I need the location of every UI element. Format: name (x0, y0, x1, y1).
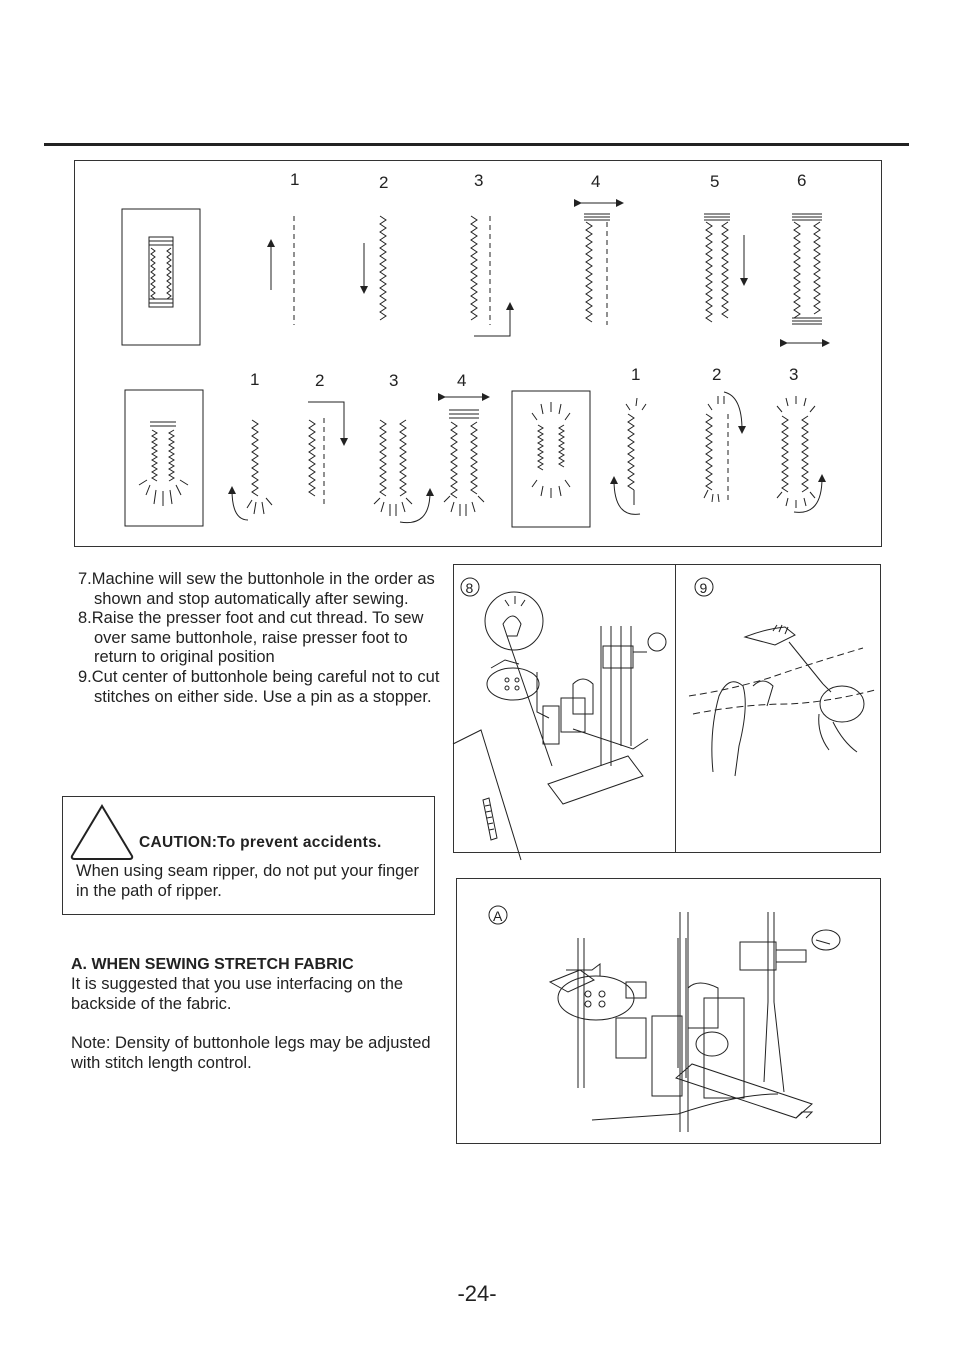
stretch-note: Note: Density of buttonhole legs may be … (71, 1034, 431, 1072)
figA-label: A (493, 908, 503, 924)
fig8-label: 8 (466, 580, 474, 596)
caution-title: CAUTION:To prevent accidents. (139, 834, 382, 851)
figures-8-9-illustrations: 8 9 (452, 577, 876, 861)
figure-8-9-frame (453, 564, 881, 853)
row1-label-2: 2 (379, 173, 389, 192)
row2b-label-2: 2 (712, 365, 722, 384)
row2b-label-1: 1 (631, 365, 641, 384)
row1-label-5: 5 (710, 172, 720, 191)
fig9-label: 9 (700, 580, 708, 596)
buttonhole-sequence-diagram (74, 160, 882, 547)
header-rule (44, 143, 909, 146)
caution-text: When using seam ripper, do not put your … (76, 862, 420, 900)
stretch-fabric-section: A. WHEN SEWING STRETCH FABRIC It is sugg… (71, 955, 441, 1074)
buttonhole-stitch-illustrations (121, 199, 830, 528)
buttonhole-steps: 7.Machine will sew the buttonhole in the… (78, 570, 448, 707)
row1-label-4: 4 (591, 172, 601, 191)
row2-label-3: 3 (389, 371, 399, 390)
page-number: -24- (457, 1281, 497, 1306)
row2-label-2: 2 (315, 371, 325, 390)
row1-label-3: 3 (474, 171, 484, 190)
figure-a-frame (456, 878, 881, 1144)
step-7: 7.Machine will sew the buttonhole in the… (78, 570, 435, 608)
sample-rect-buttonhole (121, 208, 201, 346)
warning-triangle-icon (70, 804, 134, 860)
step-9: 9.Cut center of buttonhole being careful… (78, 667, 440, 706)
step-8: 8.Raise the presser foot and cut thread.… (78, 609, 424, 667)
caution-box (62, 796, 435, 915)
stretch-heading: A. WHEN SEWING STRETCH FABRIC (71, 956, 354, 973)
row2b-label-3: 3 (789, 365, 799, 384)
row1-label-6: 6 (797, 171, 807, 190)
figure-a-illustration: A (488, 905, 841, 1132)
row2-label-1: 1 (250, 370, 260, 389)
row2-label-4: 4 (457, 371, 467, 390)
row1-label-1: 1 (290, 170, 300, 189)
stretch-text: It is suggested that you use interfacing… (71, 974, 404, 1013)
figure-divider (675, 564, 676, 853)
